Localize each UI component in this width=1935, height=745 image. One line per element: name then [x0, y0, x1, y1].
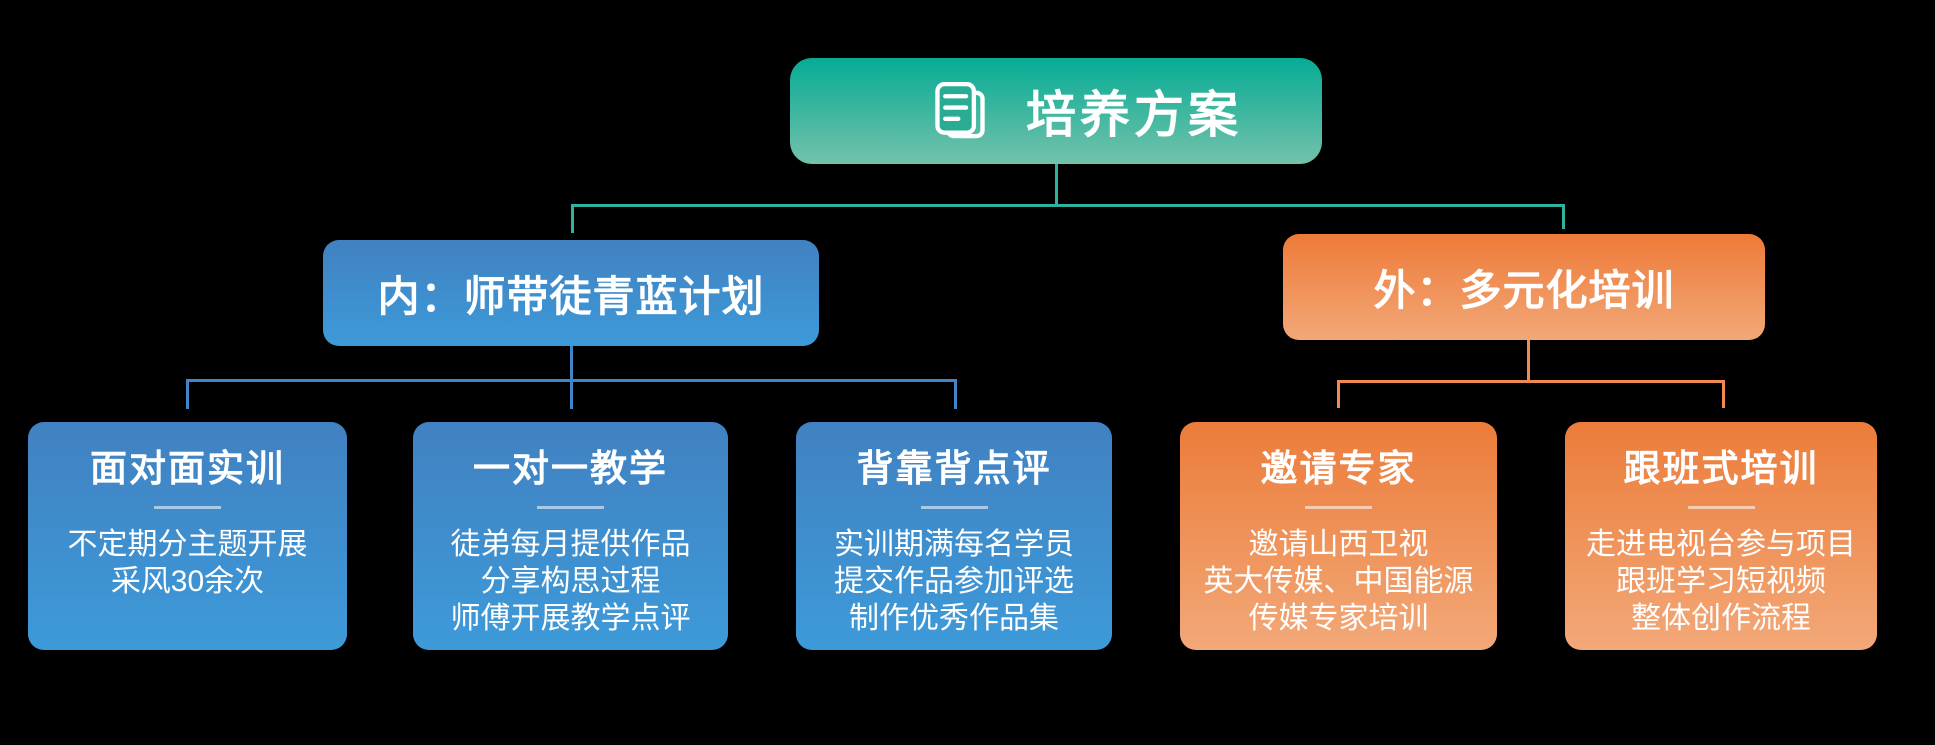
connector-external-drop-2: [1722, 380, 1725, 408]
connector-root-horizontal: [571, 204, 1565, 207]
body-line: 整体创作流程: [1631, 602, 1811, 635]
node-internal-title: 内：师带徒青蓝计划: [377, 272, 765, 320]
node-title: 背靠背点评: [856, 448, 1052, 489]
body-line: 制作优秀作品集: [849, 602, 1059, 635]
divider: [537, 506, 604, 509]
node-body: 实训期满每名学员 提交作品参加评选 制作优秀作品集: [834, 526, 1074, 637]
connector-internal-drop-2: [570, 379, 573, 409]
connector-internal-stem: [570, 346, 573, 380]
connector-external-drop-1: [1337, 380, 1340, 408]
connector-internal-drop-3: [954, 379, 957, 409]
node-title: 邀请专家: [1260, 448, 1417, 489]
connector-internal-drop-1: [186, 379, 189, 409]
connector-external-horizontal: [1337, 380, 1725, 383]
body-line: 徒弟每月提供作品: [450, 528, 691, 561]
divider: [154, 506, 221, 509]
divider: [920, 506, 988, 509]
root-node: 培养方案: [790, 58, 1322, 164]
node-back-to-back-review: 背靠背点评 实训期满每名学员 提交作品参加评选 制作优秀作品集: [796, 422, 1112, 650]
node-title: 面对面实训: [90, 448, 285, 489]
node-invite-experts: 邀请专家 邀请山西卫视 英大传媒、中国能源 传媒专家培训: [1180, 422, 1497, 650]
connector-external-stem: [1527, 340, 1530, 381]
root-title: 培养方案: [1026, 87, 1242, 143]
body-line: 传媒专家培训: [1248, 602, 1429, 635]
node-title: 一对一教学: [473, 448, 668, 489]
body-line: 邀请山西卫视: [1248, 528, 1429, 561]
body-line: 分享构思过程: [480, 565, 661, 598]
node-face-to-face-training: 面对面实训 不定期分主题开展 采风30余次: [28, 422, 347, 650]
body-line: 实训期满每名学员: [834, 528, 1074, 561]
body-line: 跟班学习短视频: [1616, 565, 1826, 598]
node-title: 跟班式培训: [1623, 448, 1819, 489]
node-body: 徒弟每月提供作品 分享构思过程 师傅开展教学点评: [451, 526, 691, 637]
connector-root-to-internal: [571, 204, 574, 233]
node-internal: 内：师带徒青蓝计划: [323, 240, 819, 346]
connector-root-to-external: [1562, 204, 1565, 229]
node-body: 走进电视台参与项目 跟班学习短视频 整体创作流程: [1586, 526, 1856, 637]
node-body: 不定期分主题开展 采风30余次: [68, 526, 308, 600]
document-icon: [935, 81, 985, 139]
node-external: 外：多元化培训: [1283, 234, 1765, 340]
connector-root-stem: [1055, 163, 1058, 205]
body-line: 提交作品参加评选: [834, 565, 1074, 598]
body-line: 英大传媒、中国能源: [1203, 565, 1474, 598]
divider: [1687, 506, 1755, 509]
node-one-on-one-teaching: 一对一教学 徒弟每月提供作品 分享构思过程 师傅开展教学点评: [413, 422, 728, 650]
node-external-title: 外：多元化培训: [1373, 266, 1675, 314]
body-line: 走进电视台参与项目: [1586, 528, 1856, 561]
node-body: 邀请山西卫视 英大传媒、中国能源 传媒专家培训: [1204, 526, 1474, 637]
divider: [1305, 506, 1372, 509]
node-shadowing-training: 跟班式培训 走进电视台参与项目 跟班学习短视频 整体创作流程: [1565, 422, 1877, 650]
body-line: 师傅开展教学点评: [450, 602, 691, 635]
body-line: 采风30余次: [110, 565, 265, 598]
body-line: 不定期分主题开展: [67, 528, 308, 561]
